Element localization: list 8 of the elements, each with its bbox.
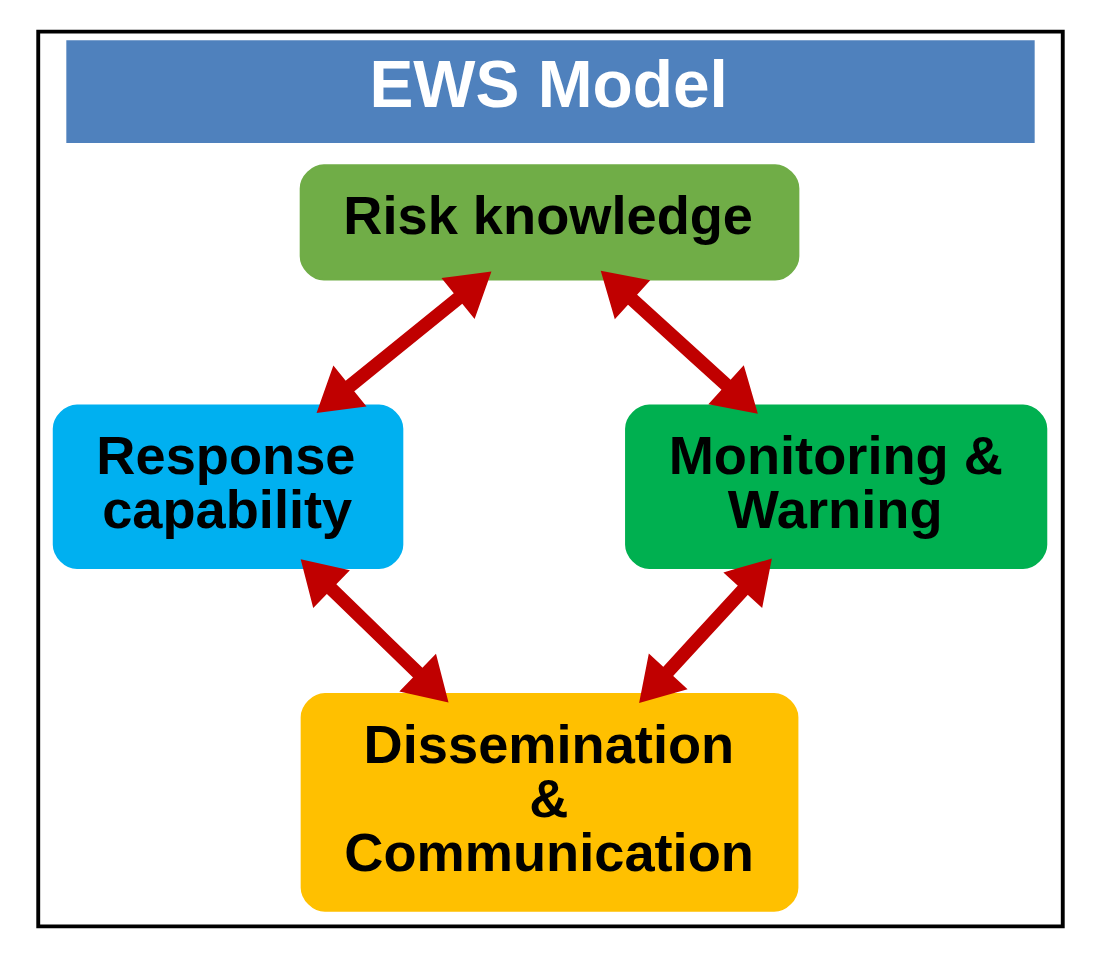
arrow xyxy=(600,270,758,414)
arrow xyxy=(300,559,449,703)
node-box: Dissemination & Communication xyxy=(300,693,799,912)
node-box: Monitoring & Warning xyxy=(625,404,1048,570)
arrow xyxy=(639,558,772,704)
arrow xyxy=(316,271,492,414)
node-box: Response capability xyxy=(52,404,404,570)
node-box: Risk knowledge xyxy=(299,164,800,281)
